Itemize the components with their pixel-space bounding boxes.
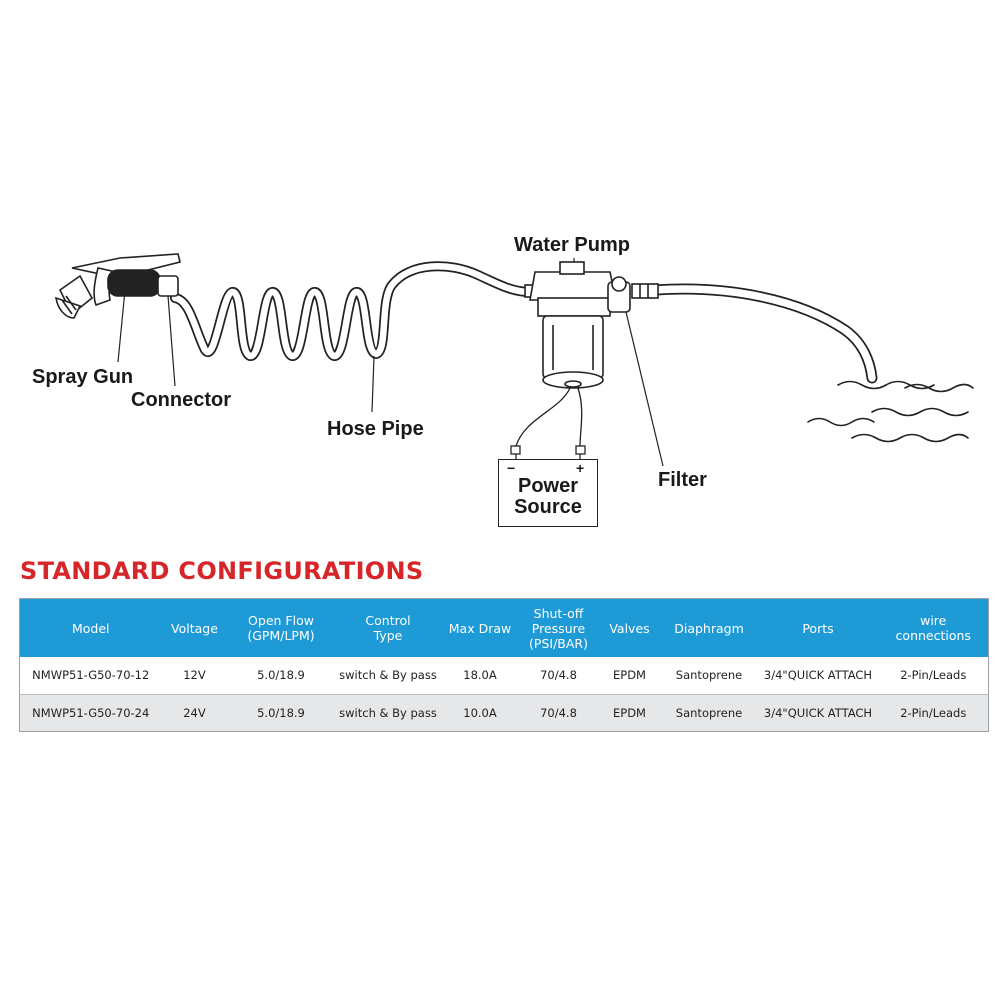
cell-control-type: switch & By pass: [334, 657, 442, 694]
header-control-type: Control Type: [334, 598, 442, 657]
cell-open-flow: 5.0/18.9: [227, 693, 335, 731]
cell-diaphragm: Santoprene: [660, 657, 758, 694]
cell-shutoff-pressure: 70/4.8: [518, 693, 599, 731]
cell-valves: EPDM: [598, 693, 661, 731]
cell-ports: 3/4"QUICK ATTACH: [757, 693, 879, 731]
cell-valves: EPDM: [598, 657, 661, 694]
header-diaphragm: Diaphragm: [660, 598, 758, 657]
cell-voltage: 24V: [161, 693, 228, 731]
header-shutoff-pressure: Shut-off Pressure (PSI/BAR): [518, 598, 599, 657]
cell-model: NMWP51-G50-70-24: [19, 693, 162, 731]
intake-hose: [649, 283, 878, 384]
power-source-box: [498, 459, 598, 527]
cell-ports: 3/4"QUICK ATTACH: [757, 657, 879, 694]
filter-icon: [607, 276, 659, 313]
table-body: NMWP51-G50-70-12 12V 5.0/18.9 switch & B…: [19, 657, 989, 731]
header-shutoff-line2: Pressure: [531, 620, 586, 636]
cell-max-draw: 18.0A: [441, 657, 519, 694]
spray-gun-icon: [54, 253, 181, 319]
cell-diaphragm: Santoprene: [660, 693, 758, 731]
water-pump-label: Water Pump: [514, 234, 630, 256]
plus-terminal-label: +: [576, 460, 585, 476]
header-model: Model: [19, 598, 162, 657]
water-waves-icon: [807, 380, 974, 443]
pump-system-diagram: − + Power Source Water Pump Spray Gun Co…: [32, 234, 974, 527]
configurations-table: Model Voltage Open Flow (GPM/LPM) Contro…: [19, 598, 989, 732]
header-shutoff-line3: (PSI/BAR): [529, 635, 588, 651]
header-valves: Valves: [598, 598, 661, 657]
cell-max-draw: 10.0A: [441, 693, 519, 731]
header-open-flow-line2: (GPM/LPM): [247, 628, 315, 643]
cell-wire-connections: 2-Pin/Leads: [878, 657, 989, 694]
water-pump-icon: [524, 261, 617, 389]
table-row: NMWP51-G50-70-24 24V 5.0/18.9 switch & B…: [19, 693, 989, 731]
power-source-line2: Source: [514, 496, 582, 518]
minus-terminal-label: −: [507, 460, 516, 476]
header-max-draw: Max Draw: [441, 598, 519, 657]
header-open-flow-line1: Open Flow: [248, 613, 314, 628]
header-voltage: Voltage: [161, 598, 228, 657]
cell-wire-connections: 2-Pin/Leads: [878, 693, 989, 731]
header-open-flow: Open Flow (GPM/LPM): [227, 598, 335, 657]
power-source-label: Power Source: [498, 476, 598, 518]
power-wires: [510, 387, 586, 459]
cell-control-type: switch & By pass: [334, 693, 442, 731]
table-header: Model Voltage Open Flow (GPM/LPM) Contro…: [19, 598, 989, 657]
table-row: NMWP51-G50-70-12 12V 5.0/18.9 switch & B…: [19, 657, 989, 694]
header-ports: Ports: [757, 598, 879, 657]
cell-voltage: 12V: [161, 657, 228, 694]
cell-shutoff-pressure: 70/4.8: [518, 657, 599, 694]
header-wire-line1: wire: [920, 613, 947, 628]
header-control-line2: Type: [373, 628, 403, 643]
spray-gun-label: Spray Gun: [32, 366, 134, 388]
header-control-line1: Control: [365, 613, 411, 628]
section-title: STANDARD CONFIGURATIONS: [20, 557, 424, 585]
header-wire-line2: connections: [895, 628, 971, 643]
filter-label: Filter: [658, 469, 707, 491]
hose-pipe-label: Hose Pipe: [327, 418, 424, 440]
power-source-line1: Power: [517, 475, 579, 497]
header-wire-connections: wire connections: [878, 598, 989, 657]
hose-pipe-icon: [170, 261, 535, 361]
cell-model: NMWP51-G50-70-12: [19, 657, 162, 694]
diagram-illustration: [54, 253, 974, 467]
cell-open-flow: 5.0/18.9: [227, 657, 335, 694]
connector-label: Connector: [131, 389, 231, 411]
header-shutoff-line1: Shut-off: [533, 605, 584, 621]
leader-lines: [117, 258, 664, 467]
